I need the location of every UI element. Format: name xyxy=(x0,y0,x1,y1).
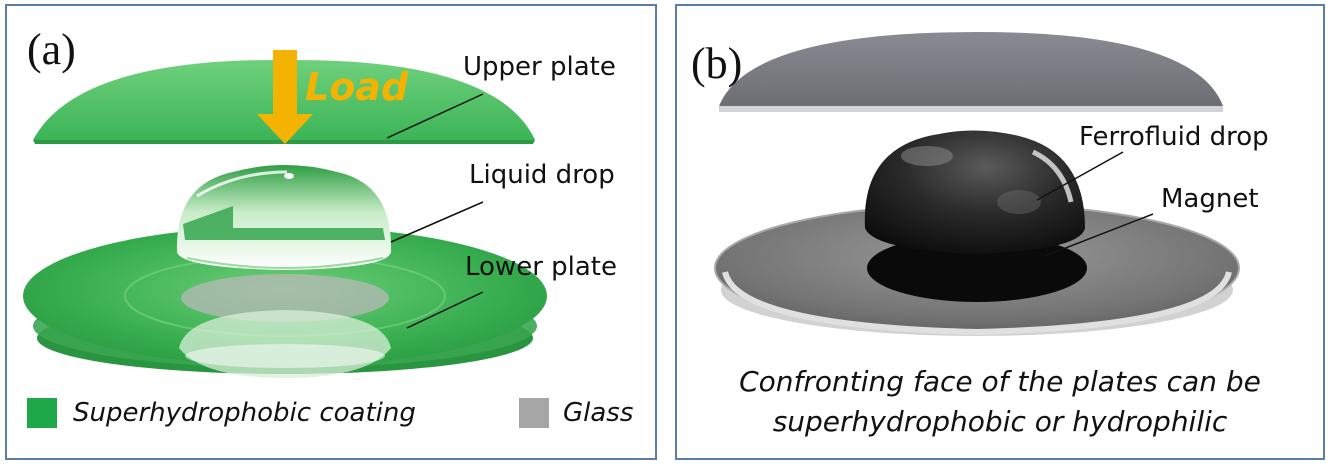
liquid-drop-label: Liquid drop xyxy=(469,160,615,190)
caption-line-1: Confronting face of the plates can be xyxy=(739,365,1261,398)
legend-swatch-superhydrophobic xyxy=(27,398,57,428)
magnet-label: Magnet xyxy=(1161,184,1259,214)
load-label: Load xyxy=(305,65,409,109)
legend-swatch-glass xyxy=(519,398,549,428)
caption-line-2: superhydrophobic or hydrophilic xyxy=(772,405,1228,438)
panel-b-label: (b) xyxy=(691,39,743,88)
ferrofluid-drop xyxy=(864,130,1085,254)
magnet xyxy=(867,234,1087,302)
load-arrow xyxy=(257,50,313,144)
panel-b-illustration xyxy=(714,32,1240,336)
panel-a-label: (a) xyxy=(27,25,76,74)
liquid-drop-leader xyxy=(390,201,484,243)
magnet-leader xyxy=(1044,213,1154,257)
upper-plate-label: Upper plate xyxy=(463,52,616,82)
legend-label-superhydrophobic: Superhydrophobic coating xyxy=(73,398,416,428)
ferrofluid-drop-leader xyxy=(1036,151,1124,201)
lower-plate-leader xyxy=(406,291,484,329)
lower-plate-label: Lower plate xyxy=(465,252,618,282)
panel-a-illustration xyxy=(23,50,547,378)
upper-plate-b xyxy=(719,32,1223,112)
liquid-drop xyxy=(176,165,392,270)
panel-b: (b) Ferrofluid drop Magnet Confronting f… xyxy=(675,4,1325,460)
legend-label-glass: Glass xyxy=(563,398,634,428)
lower-plate xyxy=(23,226,547,378)
ferrofluid-drop-label: Ferrofluid drop xyxy=(1079,122,1269,152)
upper-plate-leader xyxy=(386,93,484,139)
panel-a: (a) Load Upper plate Liquid drop Lower p… xyxy=(5,4,657,460)
